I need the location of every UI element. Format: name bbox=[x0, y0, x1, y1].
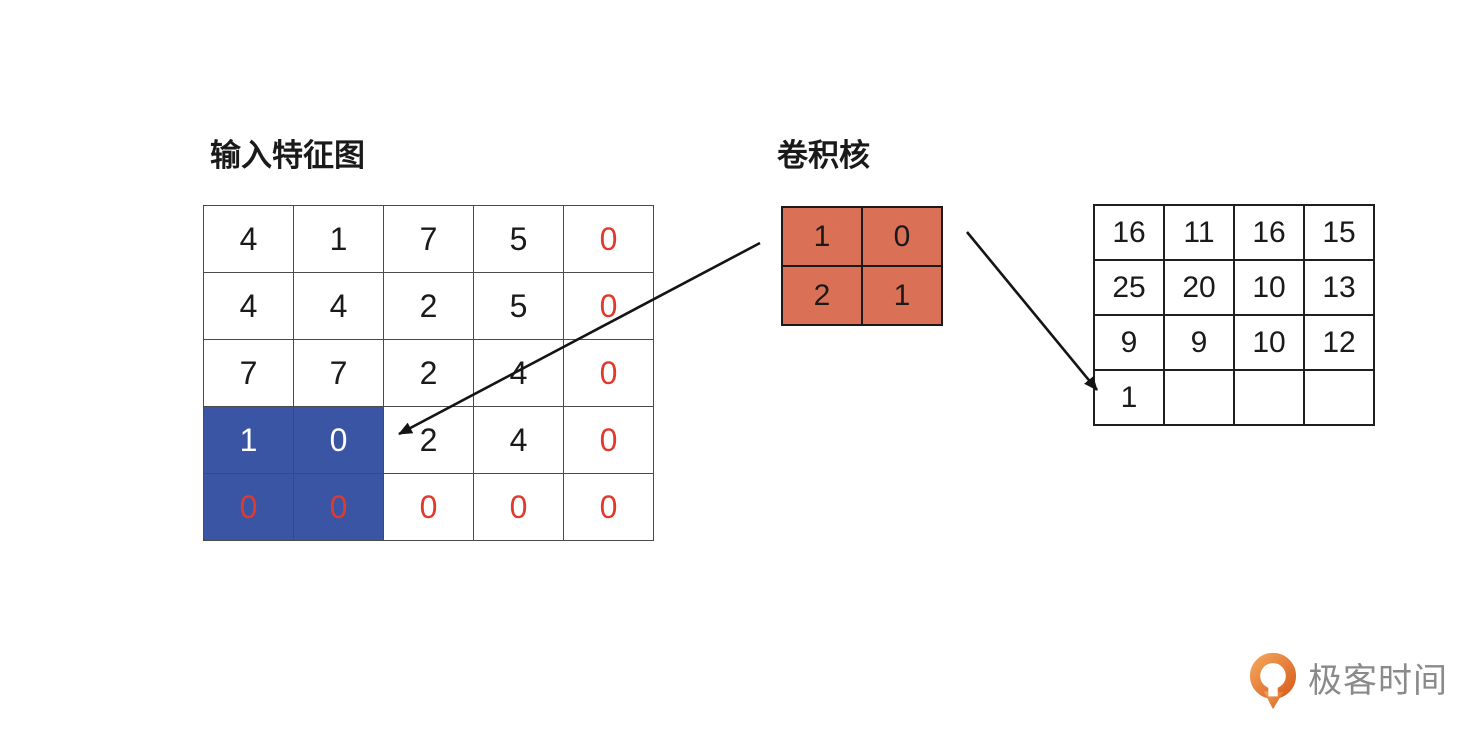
output-cell-empty bbox=[1165, 371, 1235, 426]
output-cell: 10 bbox=[1235, 261, 1305, 316]
output-cell: 11 bbox=[1165, 206, 1235, 261]
input-cell: 7 bbox=[294, 340, 384, 407]
input-cell: 4 bbox=[204, 273, 294, 340]
input-cell: 4 bbox=[204, 206, 294, 273]
output-cell: 20 bbox=[1165, 261, 1235, 316]
kernel-cell: 0 bbox=[863, 208, 943, 267]
input-cell: 4 bbox=[474, 340, 564, 407]
input-cell-padding: 0 bbox=[474, 474, 564, 541]
output-cell-empty bbox=[1235, 371, 1305, 426]
kernel-cell: 2 bbox=[783, 267, 863, 326]
input-cell: 2 bbox=[384, 407, 474, 474]
geektime-q-arrow-icon bbox=[1249, 652, 1297, 710]
input-cell-padding: 0 bbox=[564, 407, 654, 474]
input-feature-map-grid: 4 1 7 5 0 4 4 2 5 0 7 7 2 4 0 1 0 2 4 0 … bbox=[203, 205, 654, 541]
input-cell: 7 bbox=[204, 340, 294, 407]
output-cell: 12 bbox=[1305, 316, 1375, 371]
input-cell-padding: 0 bbox=[564, 273, 654, 340]
kernel-cell: 1 bbox=[863, 267, 943, 326]
input-cell: 5 bbox=[474, 273, 564, 340]
output-cell: 9 bbox=[1095, 316, 1165, 371]
input-cell: 5 bbox=[474, 206, 564, 273]
input-cell: 2 bbox=[384, 273, 474, 340]
output-cell: 25 bbox=[1095, 261, 1165, 316]
kernel-to-output-arrow bbox=[965, 231, 1099, 391]
input-cell-padding: 0 bbox=[564, 474, 654, 541]
output-cell-empty bbox=[1305, 371, 1375, 426]
input-cell-padding: 0 bbox=[564, 340, 654, 407]
input-cell: 4 bbox=[294, 273, 384, 340]
input-cell-padding: 0 bbox=[384, 474, 474, 541]
input-cell-highlighted: 1 bbox=[204, 407, 294, 474]
input-cell-highlighted-padding: 0 bbox=[294, 474, 384, 541]
output-cell: 16 bbox=[1235, 206, 1305, 261]
kernel-title: 卷积核 bbox=[777, 138, 870, 173]
input-cell: 4 bbox=[474, 407, 564, 474]
kernel-cell: 1 bbox=[783, 208, 863, 267]
input-cell: 7 bbox=[384, 206, 474, 273]
output-cell: 16 bbox=[1095, 206, 1165, 261]
output-cell: 10 bbox=[1235, 316, 1305, 371]
input-cell: 2 bbox=[384, 340, 474, 407]
input-cell-highlighted: 0 bbox=[294, 407, 384, 474]
input-cell: 1 bbox=[294, 206, 384, 273]
output-cell: 9 bbox=[1165, 316, 1235, 371]
input-cell-highlighted-padding: 0 bbox=[204, 474, 294, 541]
kernel-grid: 1 0 2 1 bbox=[781, 206, 943, 326]
geektime-logo-text: 极客时间 bbox=[1308, 662, 1448, 700]
output-matrix-grid: 16 11 16 15 25 20 10 13 9 9 10 12 1 bbox=[1093, 204, 1375, 426]
input-cell-padding: 0 bbox=[564, 206, 654, 273]
input-feature-map-title: 输入特征图 bbox=[210, 138, 365, 173]
output-cell: 1 bbox=[1095, 371, 1165, 426]
geektime-logo: 极客时间 bbox=[1247, 652, 1448, 710]
output-cell: 15 bbox=[1305, 206, 1375, 261]
output-cell: 13 bbox=[1305, 261, 1375, 316]
